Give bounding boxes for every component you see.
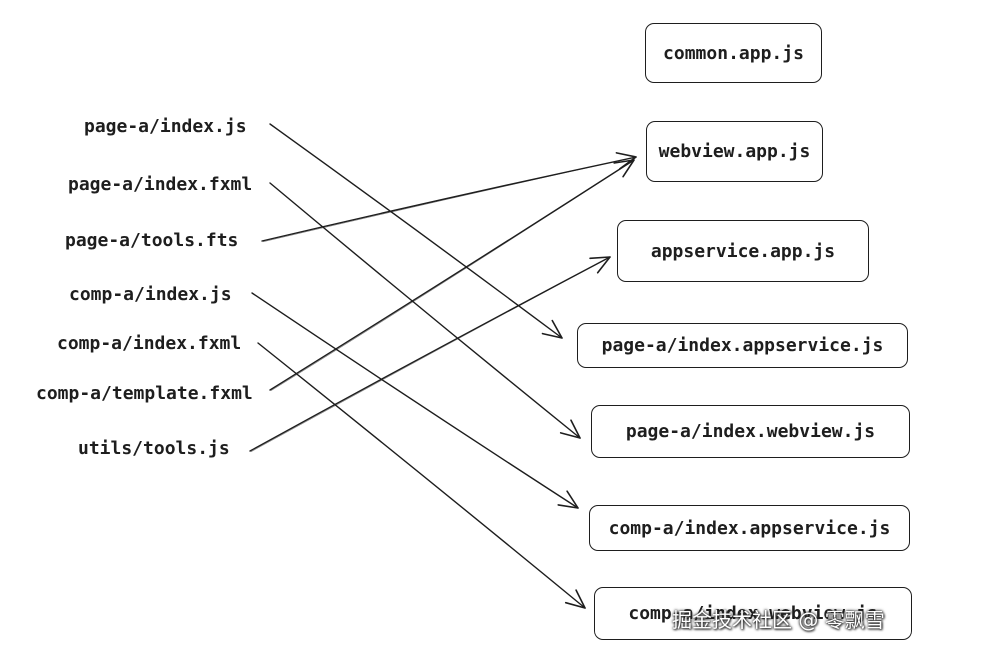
source-label-utils-tools-js: utils/tools.js (78, 438, 230, 459)
target-box-common-app-js: common.app.js (645, 23, 822, 83)
source-label-comp-a-template-fxml: comp-a/template.fxml (36, 383, 253, 404)
arrow-s2-to-t5 (269, 182, 581, 439)
source-label-page-a-tools-fts: page-a/tools.fts (65, 230, 239, 251)
target-box-comp-a-index-appservice-js: comp-a/index.appservice.js (589, 505, 910, 551)
target-label: comp-a/index.appservice.js (608, 517, 891, 539)
source-label-comp-a-index-fxml: comp-a/index.fxml (57, 333, 242, 354)
source-label-comp-a-index-js: comp-a/index.js (69, 284, 232, 305)
target-label: comp-a/index.webview.js (628, 603, 878, 624)
target-box-appservice-app-js: appservice.app.js (617, 220, 869, 282)
target-label: webview.app.js (658, 141, 811, 162)
arrow-s7-to-t3 (249, 256, 611, 453)
source-label-page-a-index-js: page-a/index.js (84, 116, 247, 137)
arrow-s1-to-t4 (269, 123, 563, 339)
target-label: appservice.app.js (650, 240, 836, 262)
target-box-page-a-index-webview-js: page-a/index.webview.js (591, 405, 910, 458)
target-box-comp-a-index-webview-js: comp-a/index.webview.js (594, 587, 912, 640)
arrow-s5-to-t7 (257, 342, 586, 609)
arrow-s4-to-t6 (251, 292, 579, 509)
target-label: page-a/index.appservice.js (601, 335, 884, 356)
arrow-s3-to-t2 (261, 152, 637, 243)
target-label: common.app.js (663, 42, 804, 64)
target-box-webview-app-js: webview.app.js (646, 121, 823, 182)
target-box-page-a-index-appservice-js: page-a/index.appservice.js (577, 323, 908, 368)
source-label-page-a-index-fxml: page-a/index.fxml (68, 174, 253, 195)
watermark-text: 掘金技术社区 @ 零飘雪 (672, 608, 885, 632)
arrow-s6-to-t2 (269, 159, 635, 392)
target-label: page-a/index.webview.js (625, 421, 876, 442)
